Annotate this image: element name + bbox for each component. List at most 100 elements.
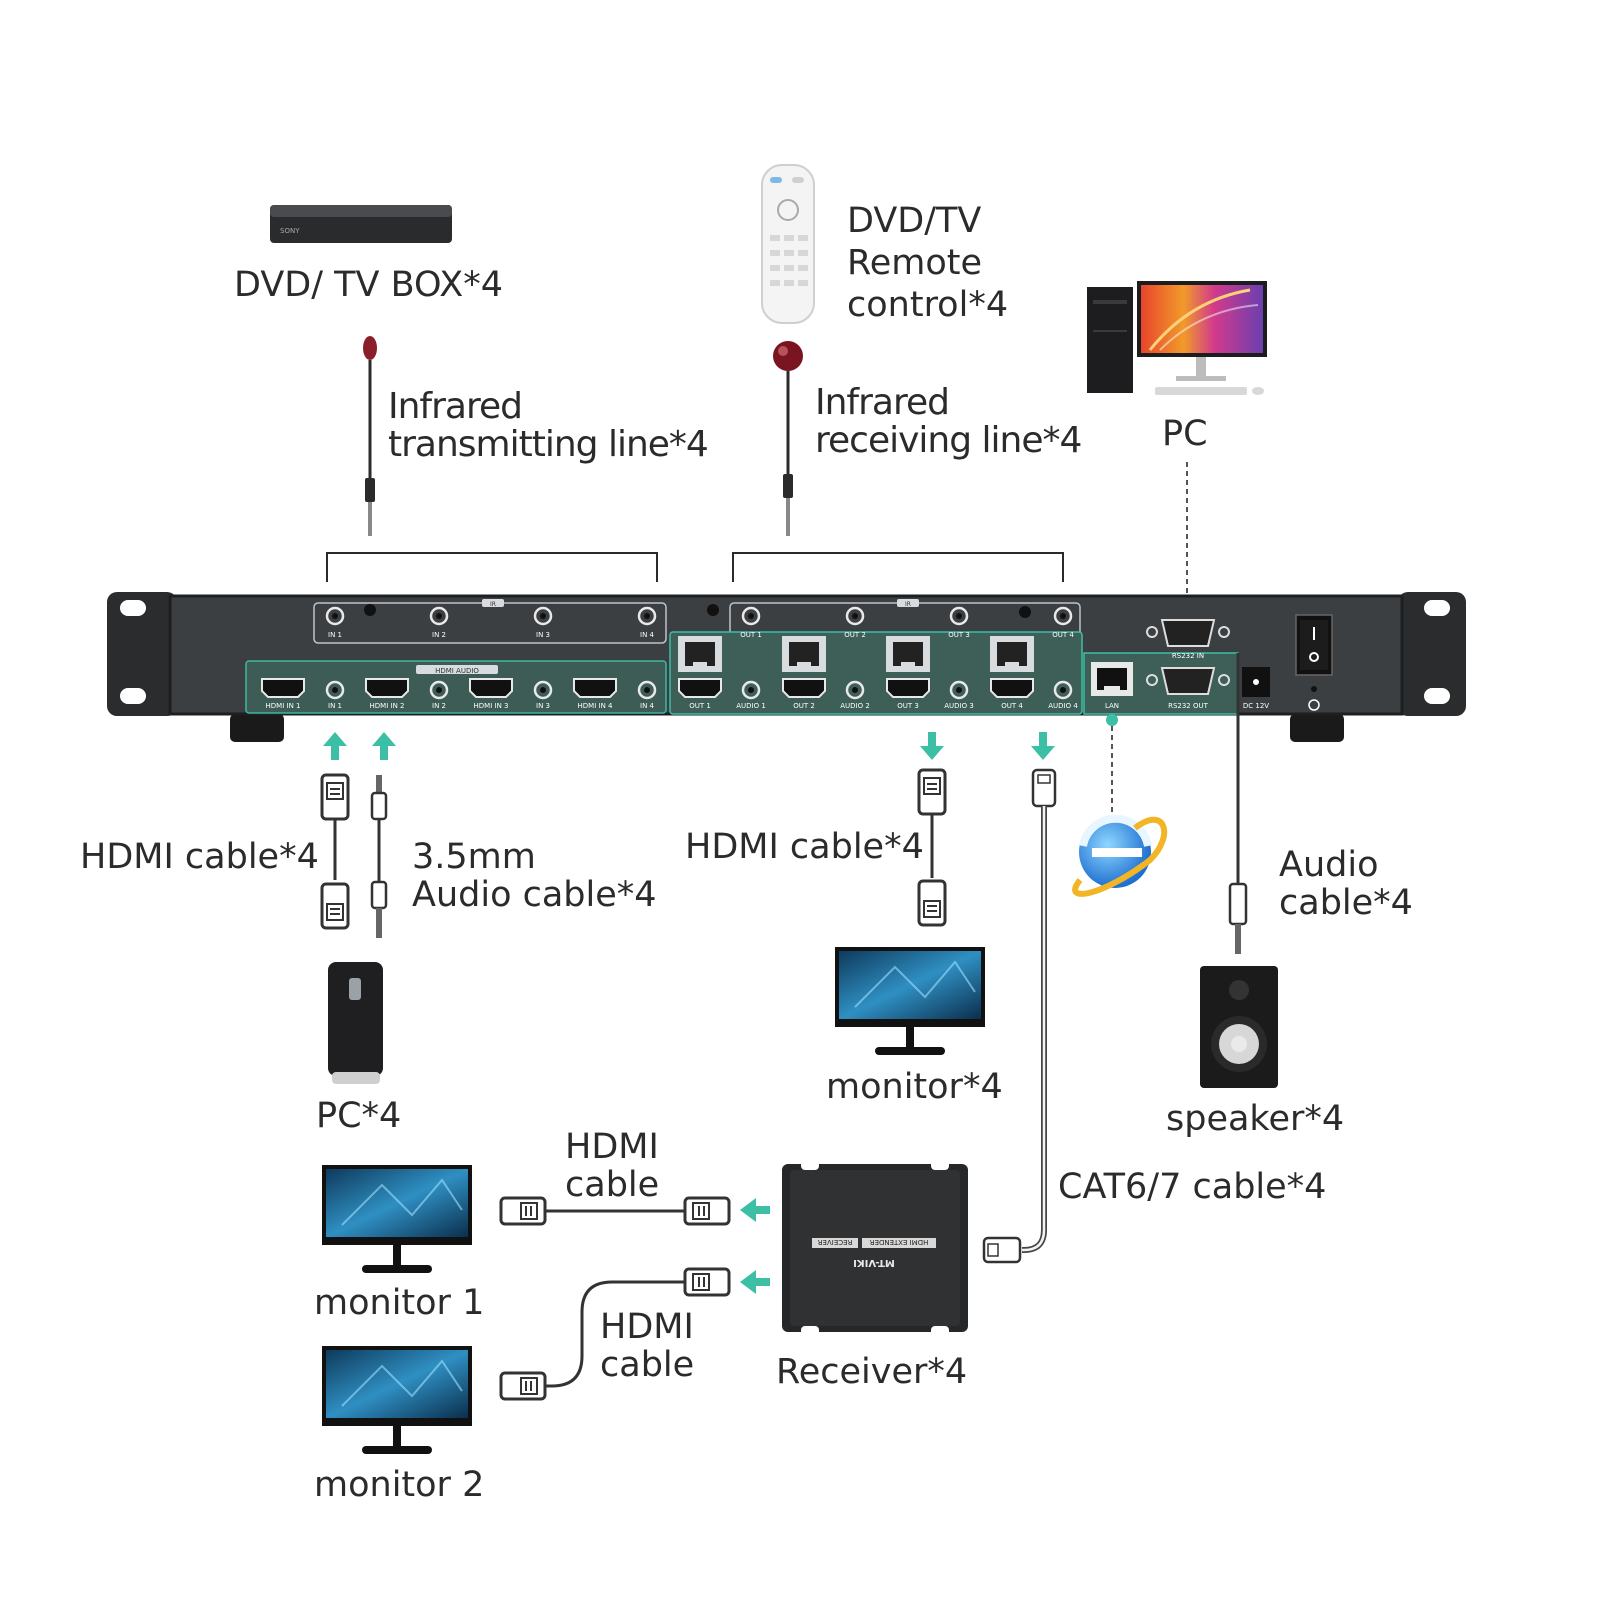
browser-icon [1072, 814, 1168, 897]
audio-out-port: AUDIO 1 [736, 680, 766, 710]
pc-top-label: PC [1162, 414, 1208, 454]
hdmi-in-port: HDMI IN 1 [261, 678, 305, 710]
dvd-box-label: DVD/ TV BOX*4 [234, 265, 504, 305]
pc-desktop-icon [1087, 281, 1267, 395]
receiver-device-icon: RECEIVER HDMI EXTENDER MT-VIKI [782, 1160, 968, 1336]
lan-connection-dot [1106, 714, 1118, 726]
remote-label: DVD/TV Remote control*4 [847, 201, 1009, 325]
rs232-out-port: RS232 OUT [1146, 667, 1230, 710]
output-arrows [920, 732, 1055, 760]
ir-out-port-label: OUT 4 [1052, 631, 1074, 639]
hdmi-cable-2-label: HDMI cable [600, 1307, 695, 1385]
hdbaset-output-port [678, 636, 722, 672]
cat6-label: CAT6/7 cable*4 [1058, 1167, 1327, 1207]
dvd-brand: SONY [280, 227, 300, 235]
ir-tx-label: Infrared transmitting line*4 [388, 386, 709, 465]
ir-tag-left: IR [490, 601, 496, 608]
ir-out-port: OUT 3 [948, 606, 970, 639]
ir-out-port-label: OUT 2 [844, 631, 866, 639]
monitor-icon [834, 946, 986, 1056]
ir-in-port: IN 4 [637, 606, 657, 639]
dvd-player-icon: SONY [270, 205, 452, 243]
hdmi-cable-1-label: HDMI cable [565, 1127, 660, 1205]
monitor-1-icon [321, 1164, 473, 1274]
ir-out-port-label: OUT 1 [740, 631, 762, 639]
hdmi-out-port: OUT 4 [990, 678, 1034, 710]
hdmi-in-port-label: HDMI IN 4 [578, 702, 614, 710]
hdmi-in-port: HDMI IN 3 [469, 678, 513, 710]
receiver-badge-left: RECEIVER [818, 1238, 853, 1246]
hdmi-cable-icon [320, 773, 350, 930]
receiver-brand: MT-VIKI [853, 1257, 895, 1268]
ir-in-port-label: IN 4 [640, 631, 655, 639]
audio-in-port: IN 1 [325, 680, 345, 710]
audio-out-port-label: AUDIO 1 [736, 702, 766, 710]
ir-in-port-label: IN 3 [536, 631, 550, 639]
ir-in-port-label: IN 2 [432, 631, 446, 639]
hdbaset-output-port [990, 636, 1034, 672]
hdbaset-output-port [886, 636, 930, 672]
input-arrows [323, 732, 396, 760]
ir-out-port-label: OUT 3 [948, 631, 970, 639]
monitor1-label: monitor 1 [314, 1283, 485, 1323]
ir-in-port: IN 3 [533, 606, 553, 639]
ir-receiver-cable-icon [773, 341, 803, 536]
ir-transmitter-cable-icon [363, 336, 377, 536]
ir-in-bracket [326, 552, 658, 582]
hdmi-out-port: OUT 1 [678, 678, 722, 710]
ir-out-bracket [732, 552, 1064, 582]
hdbaset-output-port [782, 636, 826, 672]
hdmi-out-port-label: OUT 4 [1001, 702, 1023, 710]
cat6-cable-icon [982, 768, 1057, 1264]
lan-label: LAN [1105, 702, 1119, 710]
audio-in-port-label: IN 1 [328, 702, 342, 710]
audio-in-port: IN 2 [429, 680, 449, 710]
audio-out-port-label: AUDIO 3 [944, 702, 974, 710]
hdmi-out-port-label: OUT 1 [689, 702, 711, 710]
hdmi-in-port-label: HDMI IN 2 [370, 702, 405, 710]
hdmi-out-port-label: OUT 2 [793, 702, 815, 710]
mini-pc-icon [328, 962, 383, 1084]
receiver-label: Receiver*4 [776, 1352, 968, 1392]
rs232-in-label: RS232 IN [1172, 652, 1204, 660]
hdmi-out-port: OUT 3 [886, 678, 930, 710]
hdmi-in-port: HDMI IN 2 [365, 678, 409, 710]
audio-out-port: AUDIO 4 [1048, 680, 1078, 710]
ir-in-port: IN 1 [325, 606, 345, 639]
audio-out-port: AUDIO 2 [840, 680, 870, 710]
hdmi-in-label: HDMI cable*4 [80, 837, 319, 877]
ir-out-port: OUT 2 [844, 606, 866, 639]
hdmi-output-cable-icon [917, 768, 947, 927]
hdmi-out-port-label: OUT 3 [897, 702, 919, 710]
speaker-icon [1200, 966, 1278, 1088]
ir-in-port: IN 2 [429, 606, 449, 639]
audio-output-cable-icon [1228, 653, 1248, 954]
hdmi-out-label: HDMI cable*4 [685, 827, 924, 867]
audio-out-label: Audio cable*4 [1279, 845, 1413, 923]
audio-out-port-label: AUDIO 2 [840, 702, 870, 710]
hdmi-cable-monitor1-icon [499, 1196, 731, 1226]
rs232-in-port: RS232 IN [1146, 619, 1230, 660]
ir-tag-right: IR [905, 601, 911, 608]
audio-in-port: IN 3 [533, 680, 553, 710]
ir-out-port: OUT 4 [1052, 606, 1074, 639]
receiver-badge-right: HDMI EXTENDER [870, 1238, 929, 1246]
audio-in-port: IN 4 [637, 680, 657, 710]
monitor-2-icon [321, 1345, 473, 1455]
audio-out-port: AUDIO 3 [944, 680, 974, 710]
audio-cable-icon [370, 775, 388, 938]
ir-in-port-label: IN 1 [328, 631, 342, 639]
hdmi-in-port-label: HDMI IN 3 [474, 702, 509, 710]
audio-out-port-label: AUDIO 4 [1048, 702, 1078, 710]
audio-in-port-label: IN 3 [536, 702, 550, 710]
hdmi-audio-tag: HDMI AUDIO [435, 667, 479, 675]
receiver-arrows [740, 1198, 770, 1294]
audio-in-port-label: IN 4 [640, 702, 655, 710]
monitor-label: monitor*4 [826, 1067, 1003, 1107]
rs232-out-label: RS232 OUT [1168, 702, 1209, 710]
pc-bottom-label: PC*4 [316, 1096, 402, 1136]
lan-port: LAN [1091, 662, 1133, 710]
dc-label: DC 12V [1243, 702, 1269, 710]
ir-out-port: OUT 1 [740, 606, 762, 639]
